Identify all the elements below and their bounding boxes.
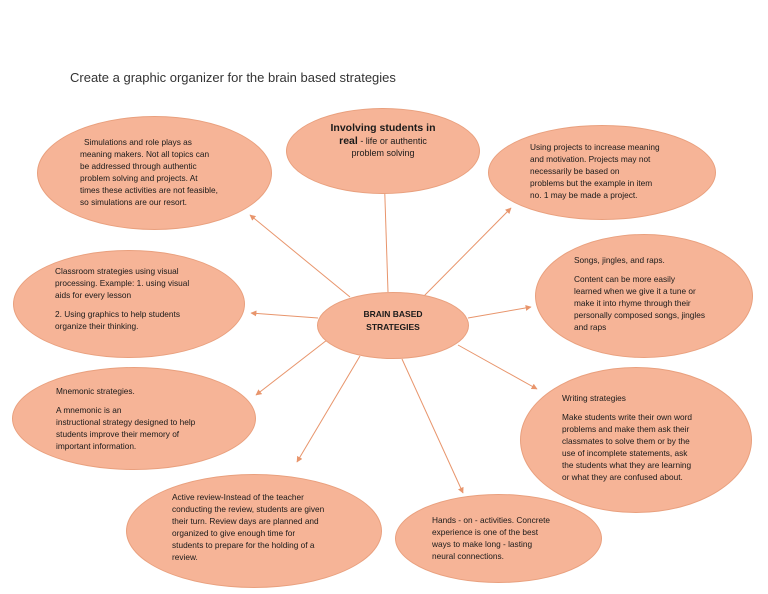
projects-line: Using projects to increase meaning [530,142,660,152]
node-writing-strategies: Writing strategies Make students write t… [520,367,752,513]
projects-line: necessarily be based on [530,166,620,177]
mnemonic-line: instructional strategy designed to help [56,417,196,428]
mnemonic-heading: Mnemonic strategies. [56,386,135,396]
projects-line: problems but the example in item [530,178,653,189]
writing-heading: Writing strategies [562,393,626,403]
writing-line: or what they are confused about. [562,472,683,483]
node-songs-jingles-raps: Songs, jingles, and raps. Content can be… [535,234,753,358]
involving-subtext: problem solving [351,148,415,159]
songs-line: and raps [574,322,607,333]
involving-subtext: - life or authentic [357,136,427,147]
arrow-to-projects [422,207,512,298]
node-active-review: Active review-Instead of the teacher con… [126,474,382,588]
simulations-line: meaning makers. Not all topics can [80,149,210,160]
node-simulations: Simulations and role plays as meaning ma… [37,116,272,230]
arrow-to-visual [250,310,319,319]
writing-line: Make students write their own word [562,412,693,423]
involving-heading: Involving students in [330,122,436,134]
songs-line: Content can be more easily [574,274,676,285]
page-title: Create a graphic organizer for the brain… [70,70,396,85]
node-hands-on-activities: Hands - on - activities. Concrete experi… [395,494,602,583]
writing-line: classmates to solve them or by the [562,436,690,447]
node-mnemonic-strategies: Mnemonic strategies. A mnemonic is an in… [12,367,256,470]
hands-on-line: neural connections. [432,551,504,562]
simulations-line: Simulations and role plays as [84,137,192,147]
node-involving-students: Involving students in real - life or aut… [286,108,480,194]
simulations-line: so simulations are our resort. [80,197,187,208]
involving-heading-real: real [339,135,358,148]
visual-line: 2. Using graphics to help students [55,309,180,320]
visual-line: Classroom strategies using visual [55,266,179,276]
simulations-line: problem solving and projects. At [80,173,198,184]
center-line-1: BRAIN BASED [363,309,423,319]
active-review-line: Active review-Instead of the teacher [172,492,304,502]
projects-line: and motivation. Projects may not [530,154,651,165]
visual-line: organize their thinking. [55,321,139,332]
songs-line: make it into rhyme through their [574,298,691,309]
mnemonic-line: A mnemonic is an [56,405,122,416]
arrow-to-simulations [249,214,351,298]
arrow-to-mnemonic [255,339,328,396]
arrow-to-writing [457,344,538,390]
songs-line: personally composed songs, jingles [574,310,705,321]
center-line-2: STRATEGIES [366,321,420,332]
hands-on-line: ways to make long - lasting [432,539,533,550]
active-review-line: organized to give enough time for [172,528,296,539]
active-review-line: students to prepare for the holding of a [172,540,315,551]
arrow-to-songs [467,304,532,319]
arrow-to-hands-on [401,358,464,494]
active-review-line: conducting the review, students are give… [172,504,325,515]
songs-heading: Songs, jingles, and raps. [574,255,665,265]
arrow-to-active-review [296,355,361,463]
projects-line: no. 1 may be made a project. [530,190,638,201]
mnemonic-line: important information. [56,441,137,452]
simulations-line: times these activities are not feasible, [80,185,218,196]
center-node-brain-based-strategies: BRAIN BASED STRATEGIES [317,292,469,359]
hands-on-line: Hands - on - activities. Concrete [432,515,551,525]
songs-line: learned when we give it a tune or [574,286,696,297]
node-projects: Using projects to increase meaning and m… [488,125,716,220]
mnemonic-line: students improve their memory of [56,429,180,440]
writing-line: problems and make them ask their [562,424,690,435]
writing-line: use of incomplete statements, ask [562,448,688,459]
active-review-line: their turn. Review days are planned and [172,516,319,527]
visual-line: processing. Example: 1. using visual [55,278,190,289]
writing-line: the students what they are learning [562,460,692,471]
simulations-line: be addressed through authentic [80,161,197,172]
active-review-line: review. [172,552,198,563]
node-visual-processing: Classroom strategies using visual proces… [13,250,245,358]
hands-on-line: experience is one of the best [432,527,539,538]
visual-line: aids for every lesson [55,290,132,301]
